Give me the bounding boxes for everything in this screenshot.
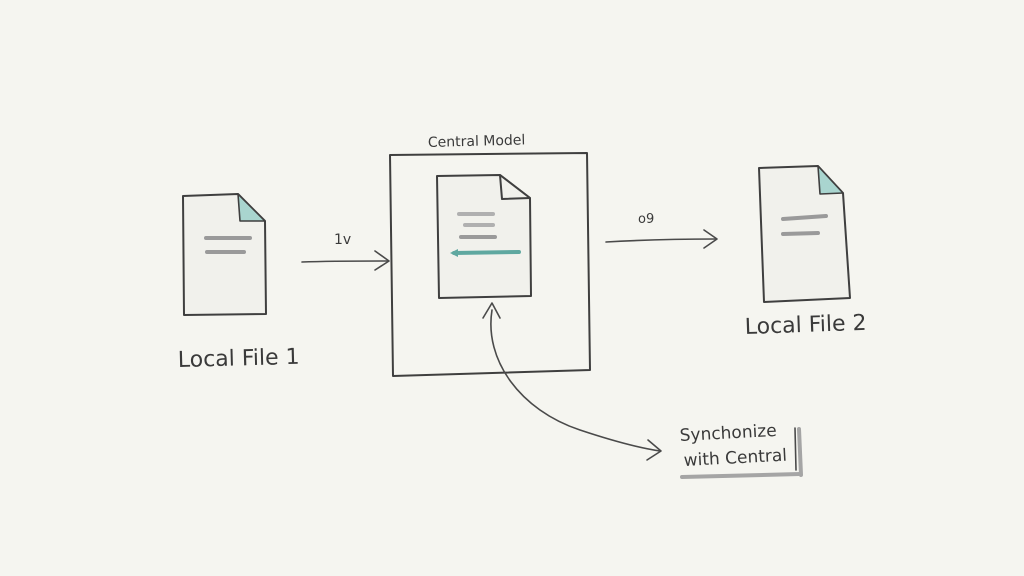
local-file-2-text-line bbox=[781, 231, 820, 236]
local-file-1-label: Local File 1 bbox=[178, 345, 300, 373]
central-document-highlight-line bbox=[452, 250, 521, 255]
synchronize-note: Synchonize with Central bbox=[679, 421, 803, 479]
arrow-to-central-head bbox=[374, 250, 390, 271]
synchronize-label-line-1: Synchonize bbox=[679, 421, 777, 446]
arrow-to-local-file-2 bbox=[605, 238, 717, 243]
synchronize-arrow-head-bottom bbox=[646, 439, 662, 461]
synchronize-label-line-2: with Central bbox=[683, 446, 787, 471]
synchronize-note-shadow-right bbox=[797, 427, 803, 477]
synchronize-arrow bbox=[490, 309, 661, 452]
local-file-2 bbox=[758, 165, 851, 303]
synchronize-arrow-head-top bbox=[482, 302, 501, 319]
local-file-1-folded-corner bbox=[237, 193, 266, 222]
arrow-to-central bbox=[301, 260, 389, 263]
local-file-1 bbox=[182, 193, 267, 316]
synchronize-note-shadow-bottom bbox=[680, 472, 802, 479]
local-file-2-label: Local File 2 bbox=[744, 311, 867, 340]
central-document-folded-corner bbox=[499, 174, 531, 200]
local-file-2-folded-corner bbox=[817, 165, 844, 195]
central-document-highlight-tip bbox=[450, 249, 458, 257]
local-file-2-text-line bbox=[781, 214, 828, 221]
arrow-to-local-file-2-head bbox=[703, 229, 718, 249]
central-document bbox=[436, 174, 532, 299]
arrow-out-label: o9 bbox=[638, 212, 654, 227]
central-model-label: Central Model bbox=[428, 132, 526, 151]
synchronize-note-edge bbox=[794, 427, 797, 471]
central-model-box bbox=[389, 152, 591, 377]
arrow-in-label: 1v bbox=[334, 232, 351, 248]
local-file-1-document-icon bbox=[182, 193, 267, 316]
